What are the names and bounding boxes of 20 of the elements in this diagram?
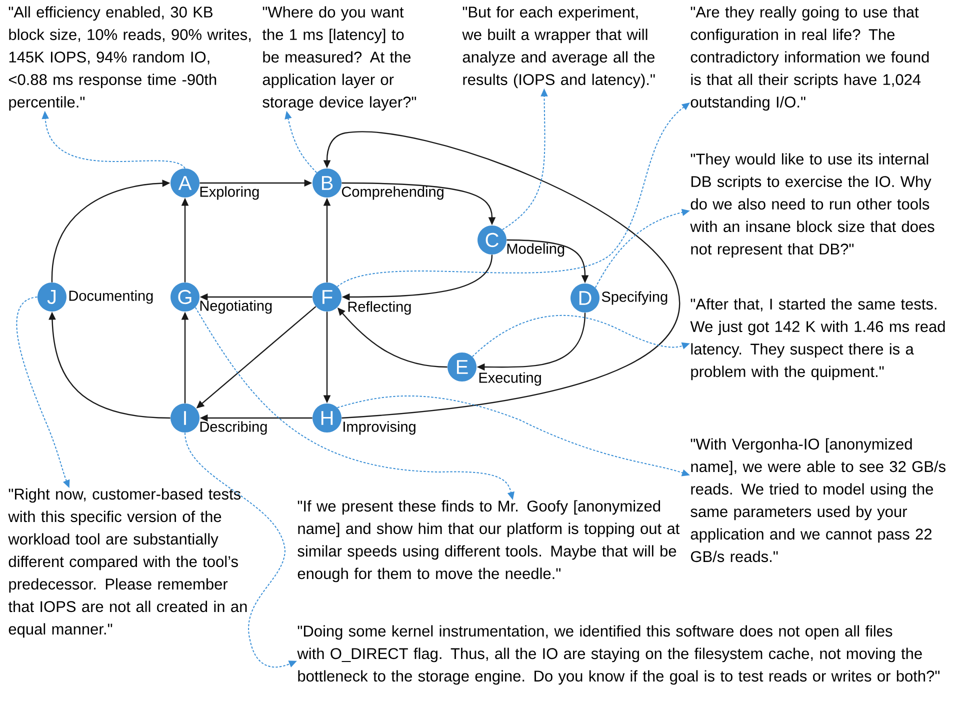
step-label: Specifying — [602, 291, 668, 305]
quote-text: "Are they really going to use that configuration in real life? The contradictory information we found is that all their scripts have 1,024 outstanding I/O." — [690, 6, 929, 111]
step-label: Reflecting — [348, 301, 411, 315]
step-label: Describing — [200, 421, 267, 435]
quote-text: "Right now, customer-based tests with this specific version of the workload tool are substantially different compared with the tool’s predecessor. Please remember that IOPS are not all created in an equal manner." — [8, 488, 247, 638]
step-label: Comprehending — [342, 186, 444, 200]
quote-text: "They would like to use its internal DB scripts to exercise the IO. Why do we also need to run other tools with an insane block size that does not represent that DB?" — [690, 153, 934, 258]
quote-text: "After that, I started the same tests. We just got 142 K with 1.46 ms read latency. They suspect there is a problem with the quipment." — [690, 298, 945, 380]
step-label: Executing — [479, 372, 541, 386]
step-label: Improvising — [344, 421, 416, 435]
step-label: Modeling — [507, 243, 564, 257]
quote-text: "If we present these finds to Mr. Goofy [anonymized name] and show him that our platform is topping out at similar speeds using different tools. Maybe that will be enough for them to move the needle." — [298, 500, 680, 582]
quote-text: "With Vergonha-IO [anonymized name], we were able to see 32 GB/s reads. We tried to model using the same parameters used by your application and we cannot pass 22 GB/s reads." — [690, 438, 946, 562]
quote-text: "But for each experiment, we built a wrapper that will analyze and average all the results (IOPS and latency)." — [462, 6, 655, 88]
quote-text: "Where do you want the 1 ms [latency] to be measured? At the application layer or storage device layer?" — [262, 6, 416, 111]
step-label: Negotiating — [200, 300, 272, 314]
step-label: Documenting — [69, 290, 153, 304]
quote-text: "All efficiency enabled, 30 KB block size, 10% reads, 90% writes, 145K IOPS, 94% random IO, <0.88 ms response time -90th percentile." — [8, 6, 251, 111]
quote-text: "Doing some kernel instrumentation, we identified this software does not open all files with O_DIRECT flag. Thus, all the IO are staying on the filesystem cache, not moving the bottleneck to the storage engine. Do you know if the goal is to test reads or writes or both?" — [297, 625, 940, 685]
step-label: Exploring — [200, 186, 259, 200]
